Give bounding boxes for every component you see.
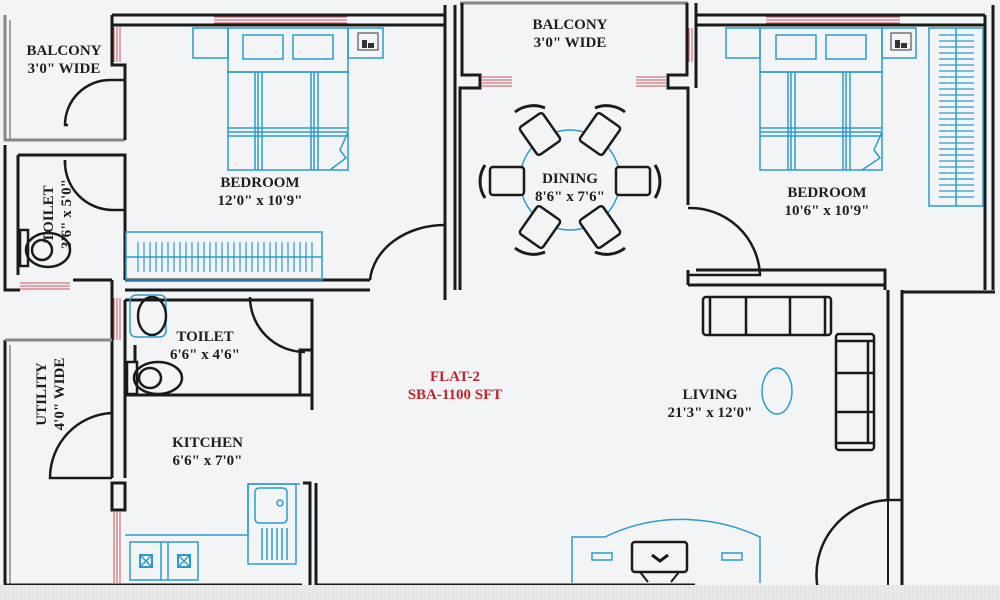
wc-small <box>24 231 72 269</box>
bottom-strip <box>0 585 1000 600</box>
room-label-living: LIVING 21'3" x 12'0" <box>640 386 780 422</box>
door-bedroom-left <box>368 223 446 281</box>
bedroom-right-furniture <box>725 27 984 207</box>
room-name: BALCONY <box>532 17 608 33</box>
room-name: BEDROOM <box>787 185 867 201</box>
door-balcony-left <box>63 78 125 127</box>
room-name: LIVING <box>682 387 738 403</box>
room-dim: 3'0" WIDE <box>27 61 101 77</box>
stove <box>129 541 199 581</box>
flat-area: SBA-1100 SFT <box>407 387 503 403</box>
flat-label: FLAT-2 SBA-1100 SFT <box>380 368 530 404</box>
windows <box>20 16 900 583</box>
sofa-side <box>834 332 876 452</box>
room-label-dining: DINING 8'6" x 7'6" <box>515 170 625 206</box>
kitchen-fixtures <box>125 483 300 581</box>
room-name: TOILET <box>176 329 234 345</box>
room-dim: 12'0" x 10'9" <box>217 193 303 209</box>
room-label-bedroom-right: BEDROOM 10'6" x 10'9" <box>752 184 902 220</box>
room-label-utility: UTILITY 4'0" WIDE <box>33 339 69 449</box>
room-label-toilet-small: TOILET 3'6" x 5'0" <box>40 164 76 264</box>
room-label-balcony-left: BALCONY 3'0" WIDE <box>14 42 114 78</box>
toilet-fixtures <box>18 228 184 396</box>
dining-furniture <box>478 104 662 256</box>
flat-title: FLAT-2 <box>429 369 480 385</box>
door-toilet-mid <box>248 296 306 354</box>
room-label-balcony-top: BALCONY 3'0" WIDE <box>510 16 630 52</box>
room-label-kitchen: KITCHEN 6'6" x 7'0" <box>150 434 265 470</box>
door-bedroom-right <box>687 206 762 277</box>
room-dim: 10'6" x 10'9" <box>784 203 870 219</box>
room-name: DINING <box>542 171 598 187</box>
tv-unit <box>571 518 761 583</box>
room-name: BALCONY <box>26 43 102 59</box>
room-dim: 6'6" x 7'0" <box>172 453 243 469</box>
room-name: TOILET <box>41 185 57 243</box>
room-name: UTILITY <box>34 362 50 426</box>
room-dim: 3'6" x 5'0" <box>59 179 75 249</box>
wc-mid <box>132 360 184 396</box>
door-main <box>815 498 902 591</box>
room-name: BEDROOM <box>220 175 300 191</box>
kitchen-sink <box>247 483 297 565</box>
room-dim: 6'6" x 4'6" <box>170 347 240 363</box>
room-label-toilet-mid: TOILET 6'6" x 4'6" <box>150 328 260 364</box>
coffee-table <box>761 367 793 415</box>
room-label-bedroom-left: BEDROOM 12'0" x 10'9" <box>185 174 335 210</box>
door-toilet-small <box>63 159 125 212</box>
room-dim: 8'6" x 7'6" <box>535 189 605 205</box>
room-dim: 3'0" WIDE <box>533 35 607 51</box>
room-name: KITCHEN <box>172 435 243 451</box>
living-furniture <box>571 295 876 583</box>
room-dim: 21'3" x 12'0" <box>667 405 753 421</box>
door-utility <box>48 411 113 480</box>
room-dim: 4'0" WIDE <box>52 357 68 431</box>
sofa-3-seater <box>701 295 833 337</box>
doors <box>48 78 902 591</box>
bedroom-left-furniture <box>125 27 384 281</box>
